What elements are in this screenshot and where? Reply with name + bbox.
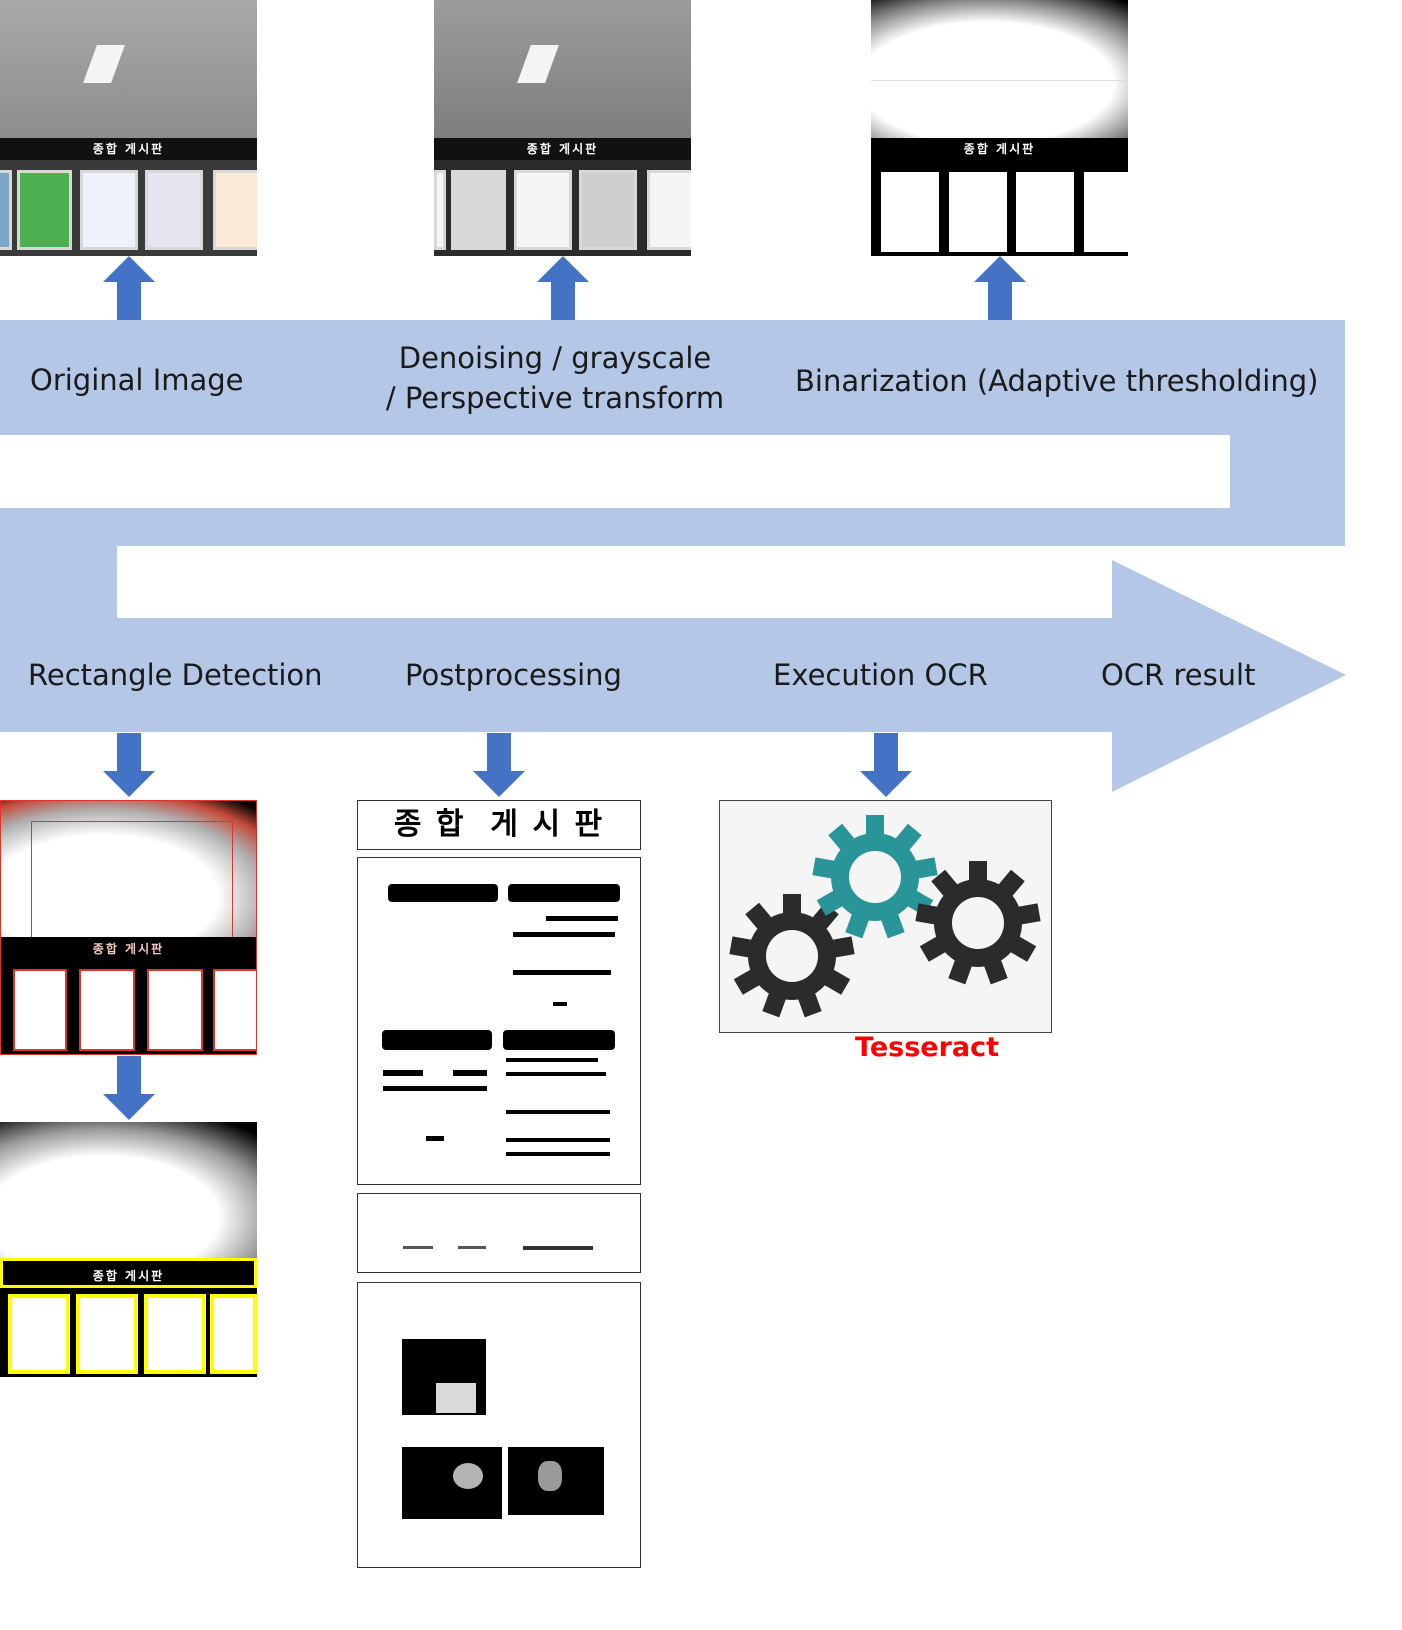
stage-label-binarization: Binarization (Adaptive thresholding) [795, 364, 1319, 398]
stage-label-postprocessing: Postprocessing [405, 658, 622, 692]
ocr-gears-panel [719, 800, 1052, 1033]
postprocessed-document-card [357, 857, 641, 1185]
bottom-arrow-head [1112, 560, 1346, 792]
rectangle-detection-photo: 종합 게시판 [0, 800, 257, 1055]
gear-icon [729, 815, 1041, 1018]
arrow-down-icon [103, 1056, 155, 1120]
middle-connector-band [0, 508, 1345, 546]
stage-label-ocr-result: OCR result [1101, 658, 1256, 692]
right-connector-band [1230, 435, 1345, 510]
sign-header: 종합 게시판 [0, 138, 257, 160]
tesseract-label: Tesseract [855, 1032, 1000, 1063]
binarized-image-photo: 종합 게시판 [871, 0, 1128, 256]
stage-label-execution-ocr: Execution OCR [773, 658, 988, 692]
sign-header: 종합 게시판 [0, 1258, 257, 1288]
denoised-image-photo: 종합 게시판 [434, 0, 691, 256]
postprocessed-header-text: 종 합 게 시 판 [393, 807, 605, 842]
arrow-up-icon [103, 256, 155, 320]
sign-header: 종합 게시판 [871, 138, 1128, 160]
stage-label-rectangle-detection: Rectangle Detection [28, 658, 323, 692]
stage-label-denoising: Denoising / grayscale / Perspective tran… [385, 338, 725, 418]
bottom-process-band [0, 618, 1118, 732]
stage-label-denoising-line1: Denoising / grayscale [398, 341, 712, 375]
postprocessed-text-strip-card [357, 1193, 641, 1273]
sign-header: 종합 게시판 [1, 937, 256, 961]
arrow-down-icon [860, 733, 912, 797]
original-image-photo: 종합 게시판 [0, 0, 257, 256]
arrow-up-icon [974, 256, 1026, 320]
rectangle-selection-photo: 종합 게시판 [0, 1122, 257, 1377]
arrow-down-icon [103, 733, 155, 797]
top-process-band [0, 320, 1345, 435]
left-connector-band [0, 546, 117, 620]
postprocessed-image-card [357, 1282, 641, 1568]
arrow-down-icon [473, 733, 525, 797]
arrow-up-icon [537, 256, 589, 320]
stage-label-denoising-line2: / Perspective transform [385, 381, 725, 415]
stage-label-original-image: Original Image [30, 363, 244, 397]
postprocessed-header-card: 종 합 게 시 판 [357, 800, 641, 850]
sign-header: 종합 게시판 [434, 138, 691, 160]
